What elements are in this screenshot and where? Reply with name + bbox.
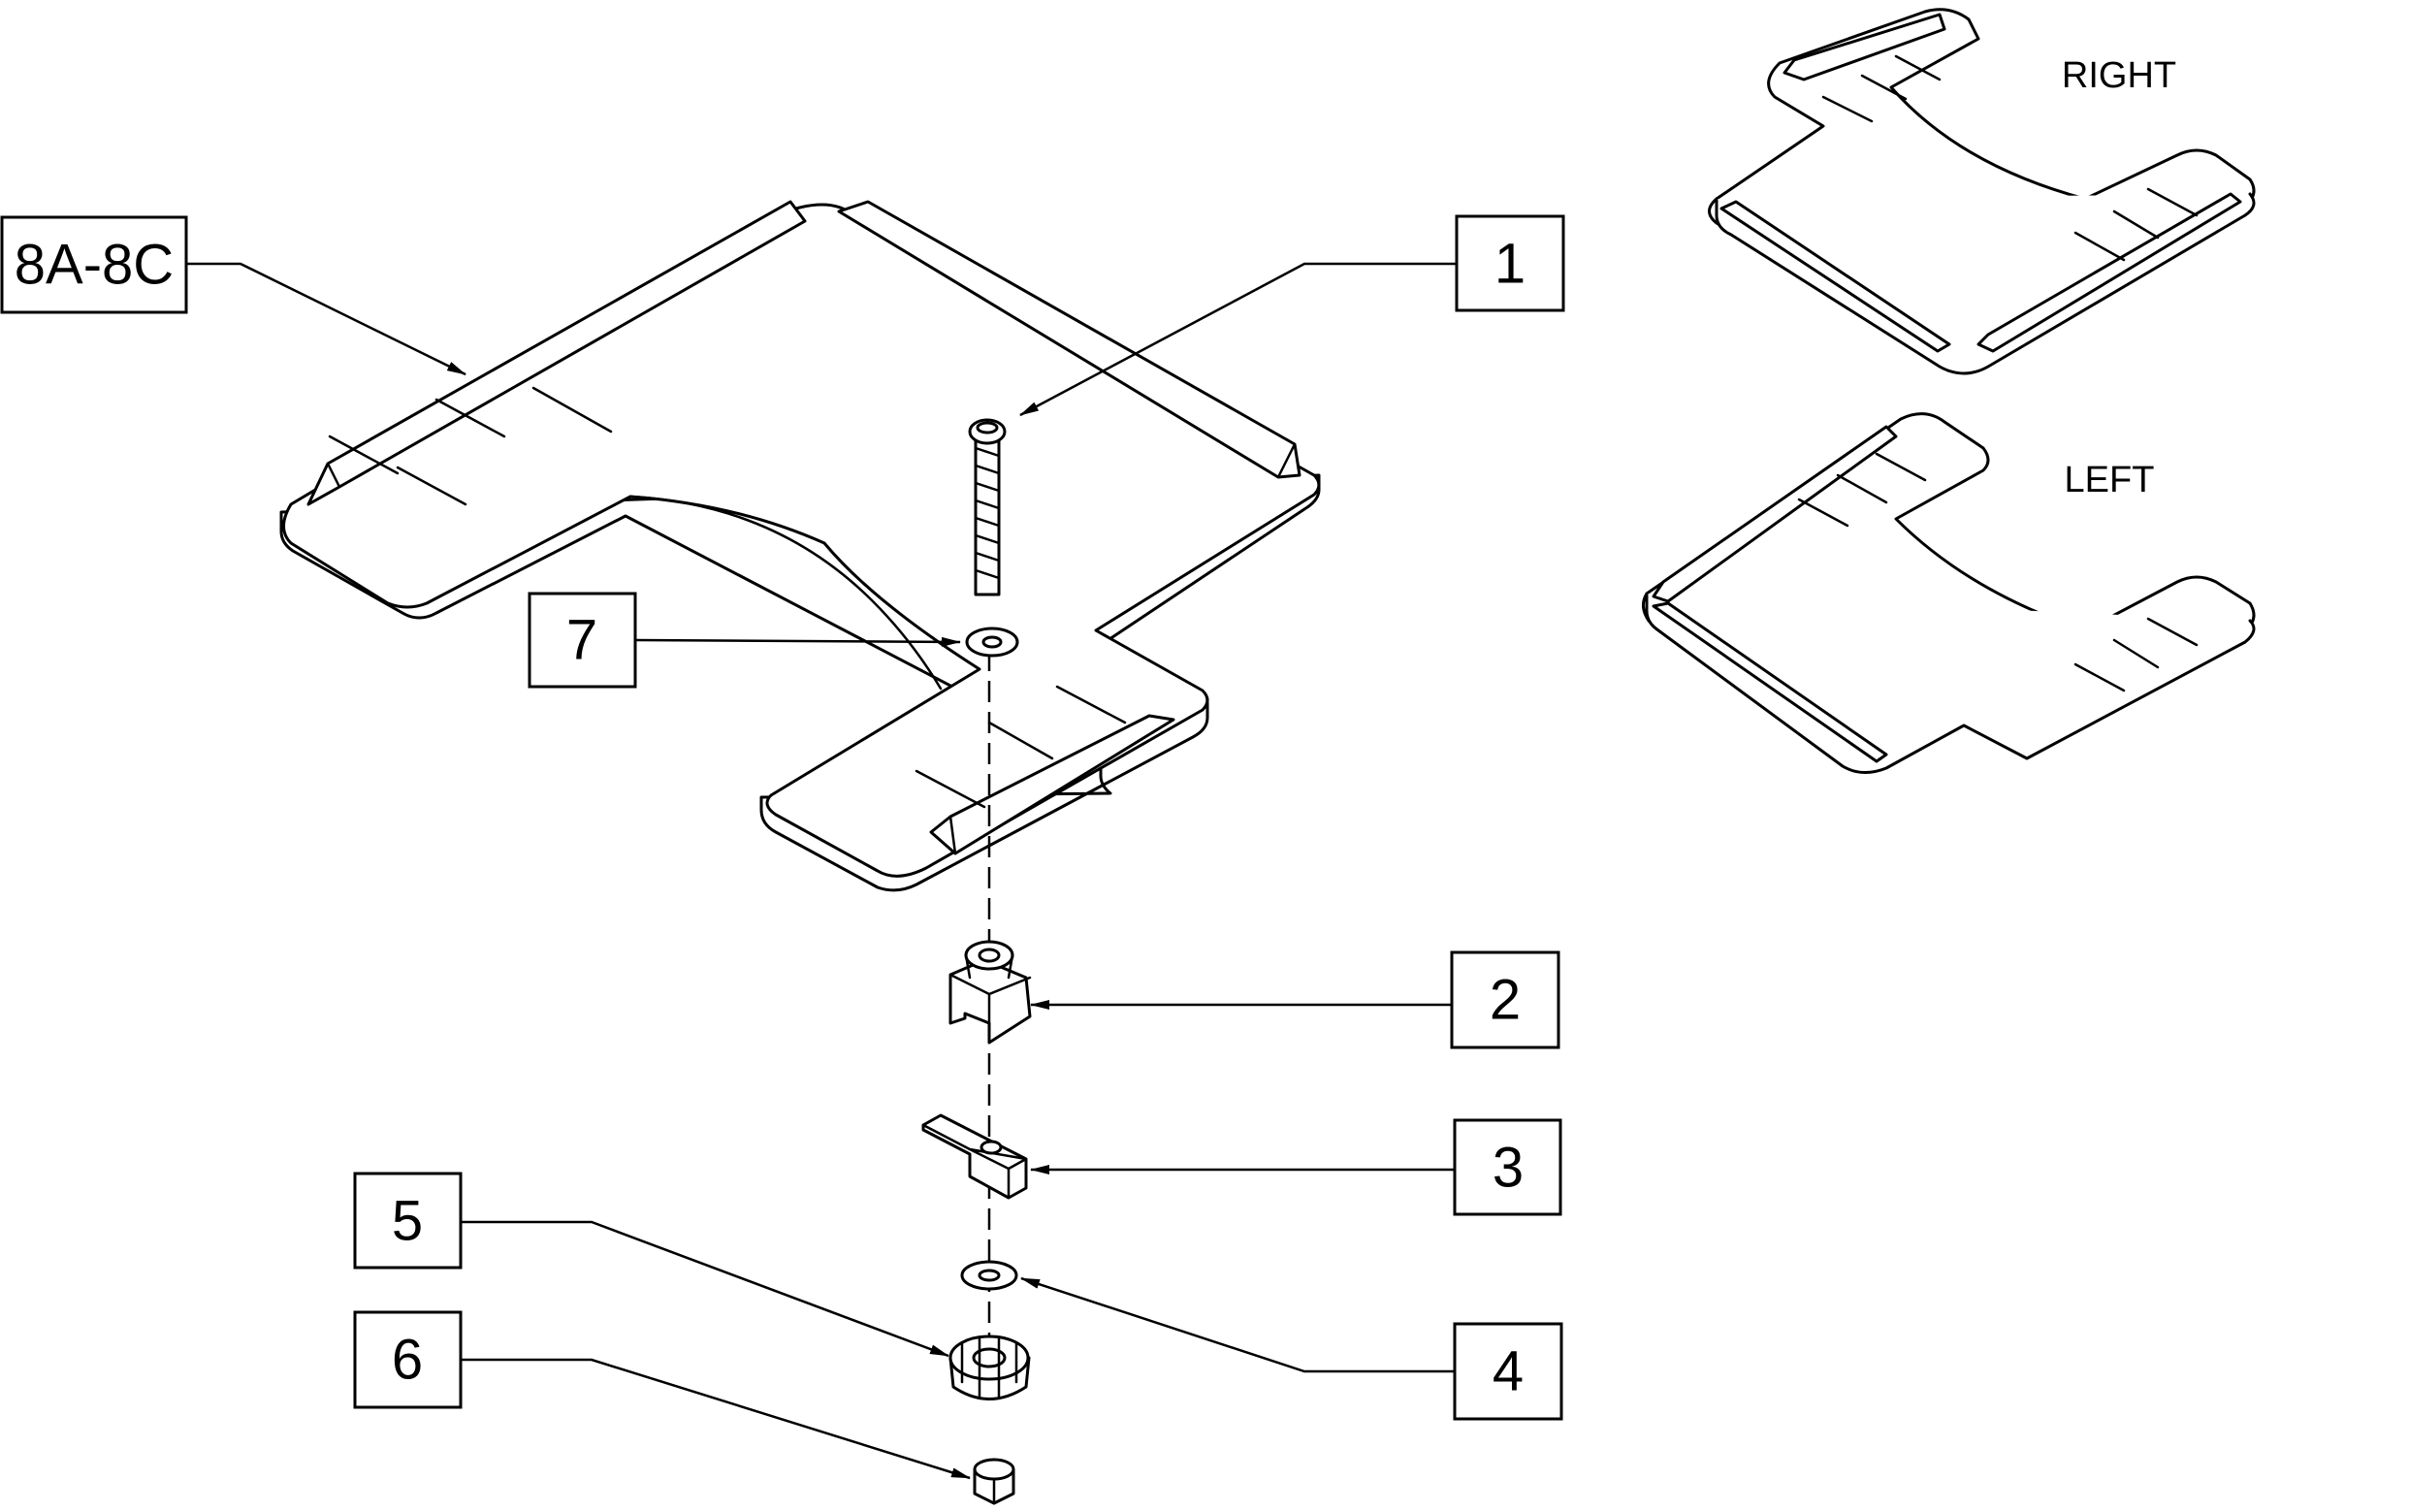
footplate-main xyxy=(279,200,1321,892)
svg-text:2: 2 xyxy=(1490,969,1521,1032)
footplate-right-view xyxy=(1708,8,2256,375)
knob-part xyxy=(948,1335,1031,1400)
svg-text:7: 7 xyxy=(566,609,597,672)
callout-3: 3 xyxy=(1453,1118,1562,1216)
slide-block-part xyxy=(921,1113,1028,1200)
svg-text:4: 4 xyxy=(1493,1340,1524,1403)
svg-text:5: 5 xyxy=(392,1190,423,1253)
callout-7: 7 xyxy=(528,592,637,689)
view-label-left: LEFT xyxy=(2065,460,2155,500)
clamp-bracket-part xyxy=(948,940,1032,1045)
nut-part xyxy=(973,1458,1015,1505)
footplate-left-view xyxy=(1642,412,2256,774)
svg-text:1: 1 xyxy=(1494,233,1526,296)
callout-4: 4 xyxy=(1453,1322,1563,1421)
screw-part xyxy=(968,418,1007,596)
svg-text:8A-8C: 8A-8C xyxy=(15,234,174,297)
view-label-right: RIGHT xyxy=(2062,55,2176,96)
washer-bottom-part xyxy=(960,1260,1018,1291)
washer-top-part xyxy=(965,627,1019,658)
callout-8a-8c: 8A-8C xyxy=(0,215,188,314)
callout-1: 1 xyxy=(1455,214,1565,312)
callout-6: 6 xyxy=(353,1310,463,1409)
callout-5: 5 xyxy=(353,1172,463,1270)
leader-lines xyxy=(186,262,1457,1480)
svg-text:3: 3 xyxy=(1493,1137,1524,1200)
callout-2: 2 xyxy=(1450,950,1560,1049)
svg-text:6: 6 xyxy=(392,1329,423,1392)
